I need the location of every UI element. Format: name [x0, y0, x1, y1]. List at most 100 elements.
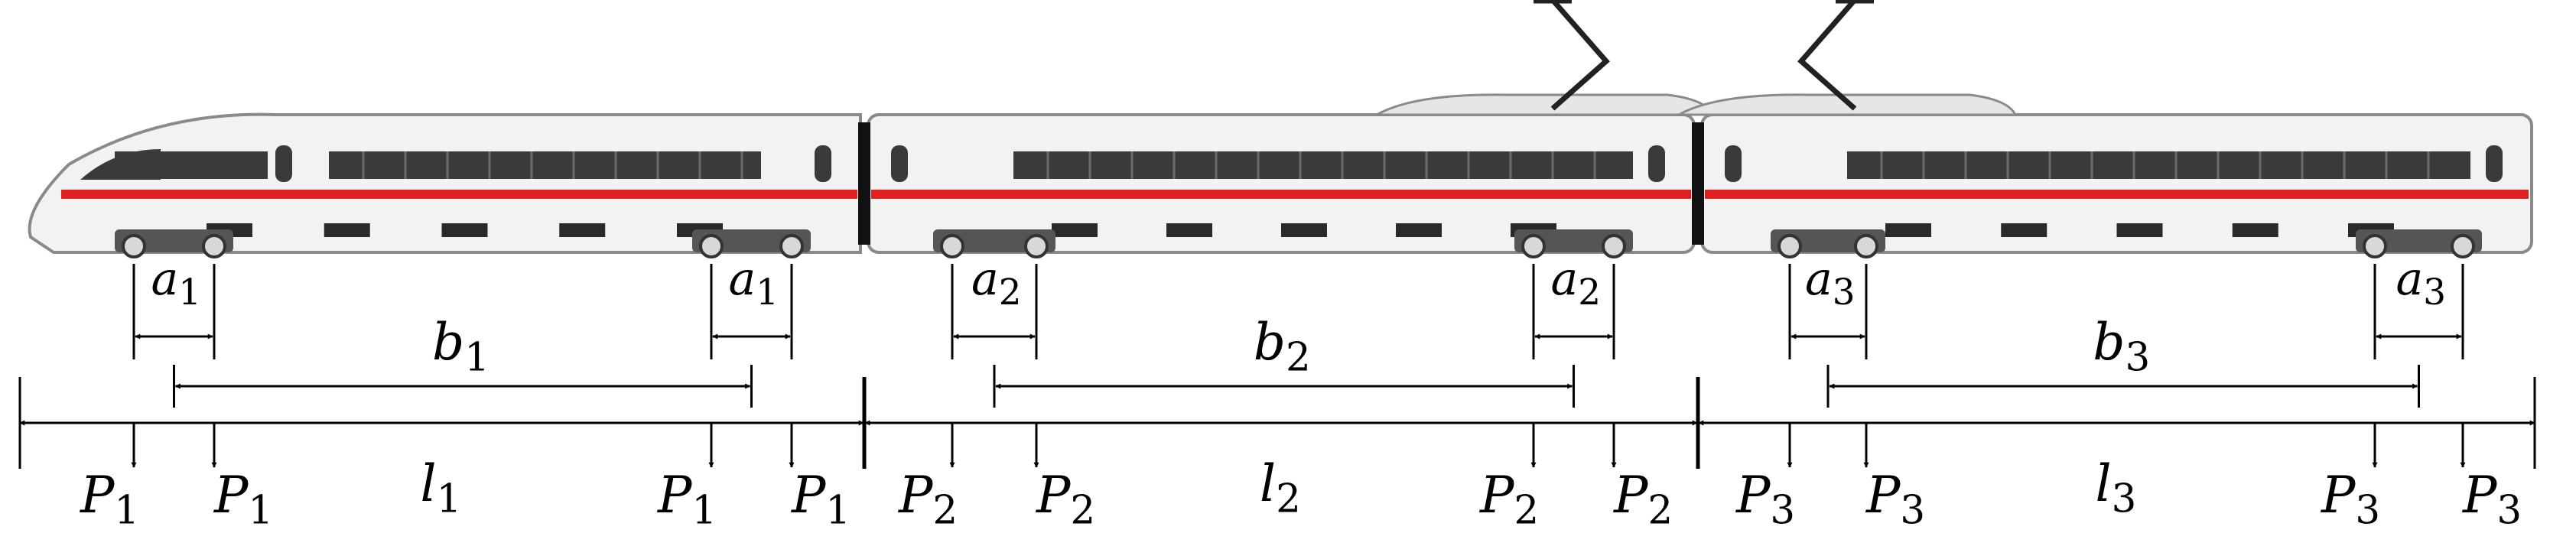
p-label-2-1-symbol: P — [898, 466, 934, 525]
b-label-3-symbol: b — [2093, 313, 2125, 372]
p-label-2-2: P2 — [1036, 466, 1095, 534]
door-window — [1725, 145, 1742, 182]
a-label-2-symbol: a — [1551, 252, 1579, 306]
wheel — [2363, 234, 2387, 258]
wheel — [1854, 234, 1878, 258]
p-label-1-3-symbol: P — [657, 466, 693, 525]
p-label-3-4-subscript: 3 — [2496, 488, 2522, 534]
l-label-3-subscript: 3 — [2112, 476, 2137, 522]
a-label-3-symbol: a — [1805, 252, 1833, 306]
b-label-1-subscript: 1 — [464, 335, 490, 381]
p-label-1-1: P1 — [80, 466, 139, 534]
car-coupling — [858, 122, 870, 245]
wheel — [2451, 234, 2475, 258]
b-label-2-symbol: b — [1254, 313, 1286, 372]
a-label-3: a3 — [1805, 252, 1856, 314]
a-label-2: a2 — [1551, 252, 1602, 314]
p-label-2-4-subscript: 2 — [1647, 488, 1673, 534]
b-label-1: b1 — [432, 313, 490, 381]
red-stripe — [1705, 190, 2529, 199]
red-stripe — [871, 190, 1691, 199]
underframe-box — [2001, 223, 2047, 237]
underframe-box — [1281, 223, 1327, 237]
a-label-2-symbol: a — [971, 252, 999, 306]
wheel — [122, 234, 146, 258]
p-label-1-2: P1 — [213, 466, 273, 534]
p-label-1-3-subscript: 1 — [691, 488, 717, 534]
car-coupling — [1692, 122, 1704, 245]
l-label-1-subscript: 1 — [437, 476, 462, 522]
p-label-3-1-subscript: 3 — [1770, 488, 1795, 534]
door-window — [275, 145, 292, 182]
window-band — [115, 151, 268, 179]
car-body — [28, 112, 862, 254]
roof-fairing — [1372, 93, 1716, 116]
a-label-3-subscript: 3 — [2423, 272, 2446, 314]
door-window — [1648, 145, 1665, 182]
b-label-2: b2 — [1254, 313, 1311, 381]
underframe-box — [1885, 223, 1931, 237]
b-label-3: b3 — [2093, 313, 2150, 381]
p-label-3-2-subscript: 3 — [1900, 488, 1925, 534]
underframe-box — [2116, 223, 2163, 237]
p-label-3-4: P3 — [2462, 466, 2522, 534]
train-car-2 — [867, 0, 1716, 258]
pantograph-arm — [1550, 0, 1610, 111]
a-label-1: a1 — [151, 252, 202, 314]
underframe-box — [1052, 223, 1098, 237]
a-label-1: a1 — [729, 252, 779, 314]
b-label-2-subscript: 2 — [1286, 335, 1311, 381]
a-label-1-subscript: 1 — [756, 272, 779, 314]
p-label-3-3: P3 — [2321, 466, 2380, 534]
p-label-2-3-symbol: P — [1479, 466, 1515, 525]
l-label-3-symbol: l — [2096, 454, 2112, 513]
door-window — [815, 145, 831, 182]
p-label-1-4-subscript: 1 — [825, 488, 851, 534]
red-stripe — [61, 190, 857, 199]
p-label-3-4-symbol: P — [2462, 466, 2498, 525]
pantograph-arm — [1797, 0, 1857, 111]
underframe-box — [1396, 223, 1442, 237]
a-label-1-subscript: 1 — [178, 272, 201, 314]
p-label-2-4: P2 — [1613, 466, 1673, 534]
l-label-1: l1 — [421, 454, 462, 522]
window-band — [329, 151, 761, 179]
a-label-1-symbol: a — [151, 252, 179, 306]
wheel — [1024, 234, 1049, 258]
wheel — [1778, 234, 1802, 258]
a-label-2: a2 — [971, 252, 1022, 314]
p-label-2-2-subscript: 2 — [1070, 488, 1095, 534]
a-label-2-subscript: 2 — [1578, 272, 1601, 314]
p-label-3-3-subscript: 3 — [2355, 488, 2380, 534]
wheel — [940, 234, 964, 258]
l-label-3: l3 — [2096, 454, 2137, 522]
p-label-3-3-symbol: P — [2321, 466, 2356, 525]
l-label-1-symbol: l — [421, 454, 437, 513]
p-label-2-2-symbol: P — [1036, 466, 1072, 525]
wheel — [1521, 234, 1546, 258]
p-label-2-1-subscript: 2 — [932, 488, 958, 534]
p-label-1-3: P1 — [657, 466, 717, 534]
p-label-1-2-symbol: P — [213, 466, 249, 525]
p-label-3-1-symbol: P — [1735, 466, 1771, 525]
train-illustration — [28, 0, 2533, 258]
p-label-2-3-subscript: 2 — [1514, 488, 1539, 534]
b-label-3-subscript: 3 — [2126, 335, 2151, 381]
l-label-2: l2 — [1260, 454, 1301, 522]
wheel — [699, 234, 724, 258]
p-label-3-2-symbol: P — [1865, 466, 1901, 525]
underframe-box — [1166, 223, 1212, 237]
underframe-box — [559, 223, 606, 237]
p-label-3-2: P3 — [1865, 466, 1925, 534]
l-label-2-symbol: l — [1260, 454, 1276, 513]
window-band — [1847, 151, 2470, 179]
a-label-1-symbol: a — [729, 252, 756, 306]
a-label-2-subscript: 2 — [999, 272, 1022, 314]
bogie — [2356, 229, 2482, 252]
p-label-1-2-subscript: 1 — [248, 488, 273, 534]
underframe-box — [2232, 223, 2278, 237]
p-label-1-4-symbol: P — [791, 466, 827, 525]
l-label-2-subscript: 2 — [1276, 476, 1301, 522]
